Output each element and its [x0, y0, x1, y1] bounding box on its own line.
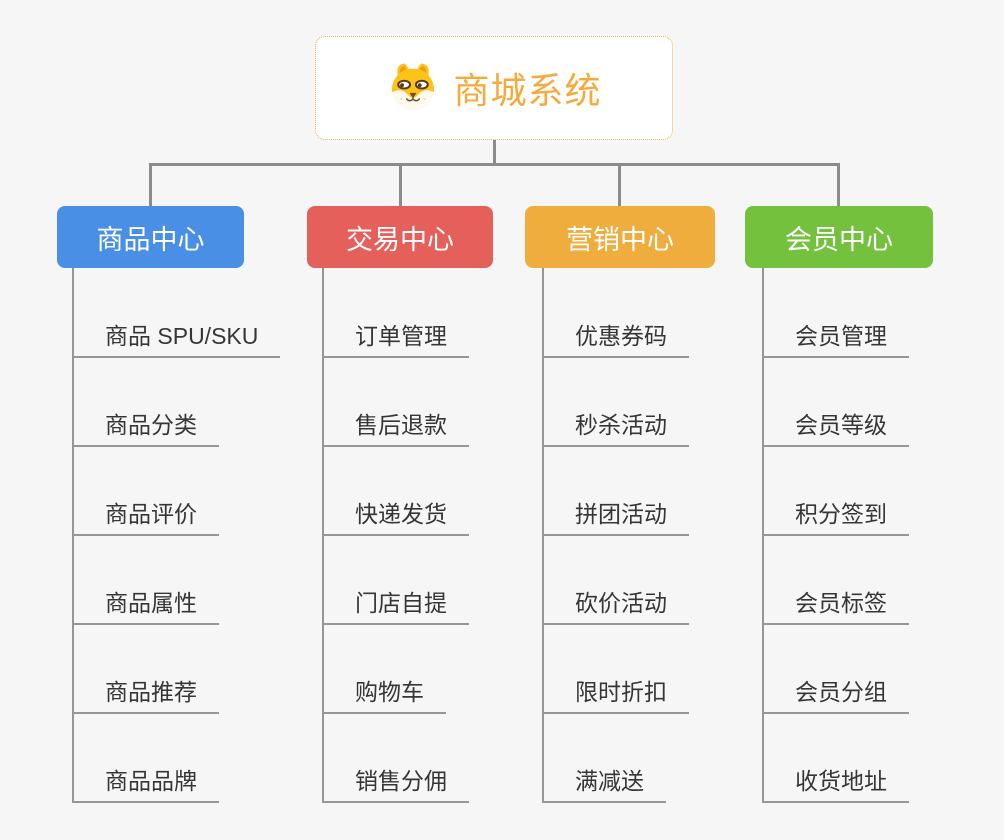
- child-node[interactable]: 会员分组: [762, 678, 909, 714]
- child-node[interactable]: 优惠券码: [542, 322, 689, 358]
- child-node[interactable]: 秒杀活动: [542, 411, 689, 447]
- connector-stem: [618, 163, 621, 207]
- child-node[interactable]: 商品属性: [72, 589, 219, 625]
- child-node[interactable]: 会员等级: [762, 411, 909, 447]
- connector-stem: [399, 163, 402, 207]
- child-node[interactable]: 快递发货: [322, 500, 469, 536]
- child-node[interactable]: 商品 SPU/SKU: [72, 322, 281, 358]
- branch-node-trade-center[interactable]: 交易中心: [307, 206, 493, 268]
- child-node[interactable]: 收货地址: [762, 767, 909, 803]
- child-node[interactable]: 购物车: [322, 678, 446, 714]
- child-node[interactable]: 商品分类: [72, 411, 219, 447]
- child-node[interactable]: 商品品牌: [72, 767, 219, 803]
- child-node[interactable]: 积分签到: [762, 500, 909, 536]
- child-node[interactable]: 商品评价: [72, 500, 219, 536]
- connector-stem: [837, 163, 840, 207]
- branch-node-marketing-center[interactable]: 营销中心: [525, 206, 715, 268]
- child-node[interactable]: 限时折扣: [542, 678, 689, 714]
- child-node[interactable]: 会员管理: [762, 322, 909, 358]
- child-node[interactable]: 拼团活动: [542, 500, 689, 536]
- branch-node-product-center[interactable]: 商品中心: [57, 206, 244, 268]
- child-node[interactable]: 订单管理: [322, 322, 469, 358]
- shiba-dog-icon: [386, 61, 440, 115]
- connector-stem: [149, 163, 152, 207]
- child-node[interactable]: 门店自提: [322, 589, 469, 625]
- root-label: 商城系统: [453, 70, 602, 111]
- child-node[interactable]: 砍价活动: [542, 589, 689, 625]
- child-node[interactable]: 会员标签: [762, 589, 909, 625]
- branch-node-member-center[interactable]: 会员中心: [745, 206, 933, 268]
- child-node[interactable]: 商品推荐: [72, 678, 219, 714]
- connector-bus: [149, 163, 840, 166]
- child-node[interactable]: 满减送: [542, 767, 666, 803]
- connector-root-stem: [493, 140, 496, 163]
- root-node[interactable]: 商城系统: [315, 36, 673, 140]
- child-node[interactable]: 销售分佣: [322, 767, 469, 803]
- child-node[interactable]: 售后退款: [322, 411, 469, 447]
